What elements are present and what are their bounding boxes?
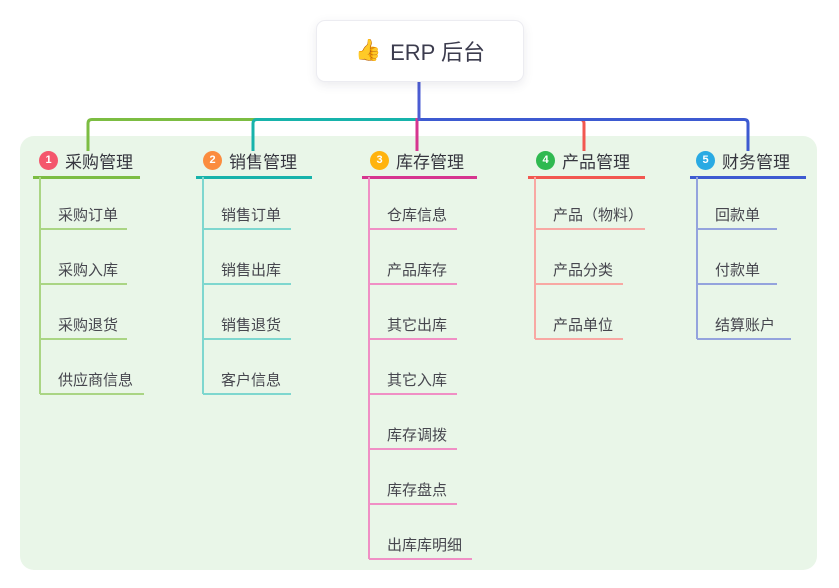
child-node[interactable]: 销售订单	[221, 207, 282, 224]
child-node[interactable]: 产品库存	[387, 262, 448, 279]
branch-node-product[interactable]: 4 产品管理	[536, 150, 630, 172]
child-node[interactable]: 采购入库	[58, 262, 119, 279]
child-node[interactable]: 付款单	[715, 262, 761, 279]
branch-label: 库存管理	[396, 152, 464, 172]
child-node[interactable]: 库存调拨	[387, 427, 448, 444]
branch-node-finance[interactable]: 5 财务管理	[696, 150, 790, 172]
child-node[interactable]: 结算账户	[715, 317, 776, 334]
child-node[interactable]: 产品分类	[553, 262, 614, 279]
branch-node-purchase[interactable]: 1 采购管理	[39, 150, 133, 172]
child-node[interactable]: 回款单	[715, 207, 761, 224]
badge-1: 1	[39, 150, 58, 170]
child-node[interactable]: 其它出库	[387, 317, 448, 334]
badge-3: 3	[370, 150, 389, 170]
root-node-label: ERP 后台	[390, 40, 486, 65]
branch-node-inventory[interactable]: 3 库存管理	[370, 150, 464, 172]
branch-node-sales[interactable]: 2 销售管理	[203, 150, 297, 172]
child-node[interactable]: 库存盘点	[387, 482, 448, 499]
child-node[interactable]: 其它入库	[387, 372, 448, 389]
child-node[interactable]: 销售退货	[221, 317, 282, 334]
badge-5: 5	[696, 150, 715, 170]
child-node[interactable]: 仓库信息	[387, 207, 448, 224]
branch-label: 产品管理	[562, 152, 630, 172]
branch-label: 采购管理	[65, 152, 133, 172]
branch-label: 财务管理	[722, 152, 790, 172]
child-node[interactable]: 销售出库	[221, 262, 282, 279]
child-node[interactable]: 采购退货	[58, 317, 119, 334]
branches-background-panel	[20, 136, 817, 570]
branch-label: 销售管理	[229, 152, 297, 172]
child-node[interactable]: 出库库明细	[387, 537, 463, 554]
thumbs-up-icon: 👍	[354, 39, 382, 62]
child-node[interactable]: 供应商信息	[58, 372, 134, 389]
child-node[interactable]: 产品单位	[553, 317, 614, 334]
child-node[interactable]: 采购订单	[58, 207, 119, 224]
badge-4: 4	[536, 150, 555, 170]
root-node-erp-backend[interactable]: 👍 ERP 后台	[316, 20, 524, 82]
child-node[interactable]: 客户信息	[221, 372, 282, 389]
child-node[interactable]: 产品（物料）	[553, 207, 644, 224]
badge-2: 2	[203, 150, 222, 170]
